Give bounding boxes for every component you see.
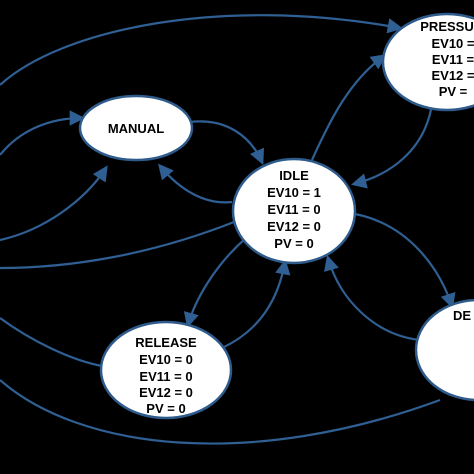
state-release-line: EV12 = 0 (139, 385, 193, 400)
state-manual: MANUAL (78, 94, 194, 162)
state-release: RELEASE EV10 = 0 EV11 = 0 EV12 = 0 PV = … (99, 320, 233, 420)
transitions (0, 14, 456, 445)
state-release-line: EV10 = 0 (139, 352, 193, 367)
state-pressure-line: PV = (439, 84, 468, 99)
edge-left-to-manual-lower (0, 165, 108, 242)
edge-idle-to-left (0, 220, 235, 270)
state-pressure: PRESSU EV10 = EV11 = EV12 = PV = (381, 12, 474, 112)
edge-manual-to-idle (189, 120, 265, 165)
state-idle-line: PV = 0 (274, 236, 313, 251)
edge-left-to-release (0, 317, 103, 368)
edge-outer-top-to-pressure (0, 14, 404, 86)
edge-idle-to-release (183, 237, 247, 328)
edge-idle-to-manual (158, 163, 233, 204)
edge-depressure-to-idle (323, 255, 421, 342)
state-pressure-line: EV11 = (432, 52, 474, 67)
state-pressure-title: PRESSU (420, 19, 473, 34)
edge-idle-to-depressure (354, 212, 456, 309)
state-release-title: RELEASE (135, 335, 197, 350)
state-pressure-line: EV12 = (431, 68, 474, 83)
state-depressure: DE (414, 298, 474, 402)
edge-idle-to-pressure (310, 54, 387, 161)
edge-outer-bottom (0, 379, 441, 445)
state-idle-line: EV11 = 0 (267, 202, 320, 217)
state-idle: IDLE EV10 = 1 EV11 = 0 EV12 = 0 PV = 0 (231, 157, 357, 265)
edge-pressure-to-idle (351, 103, 434, 189)
state-idle-line: EV10 = 1 (267, 185, 321, 200)
state-idle-line: EV12 = 0 (267, 219, 321, 234)
state-release-line: PV = 0 (146, 401, 185, 416)
state-depressure-title: DE (453, 308, 471, 323)
state-pressure-line: EV10 = (431, 36, 474, 51)
state-idle-title: IDLE (279, 168, 309, 183)
state-manual-title: MANUAL (108, 121, 164, 136)
edge-left-to-manual-upper (0, 110, 86, 156)
state-release-line: EV11 = 0 (139, 369, 192, 384)
edge-release-to-idle (221, 258, 291, 349)
